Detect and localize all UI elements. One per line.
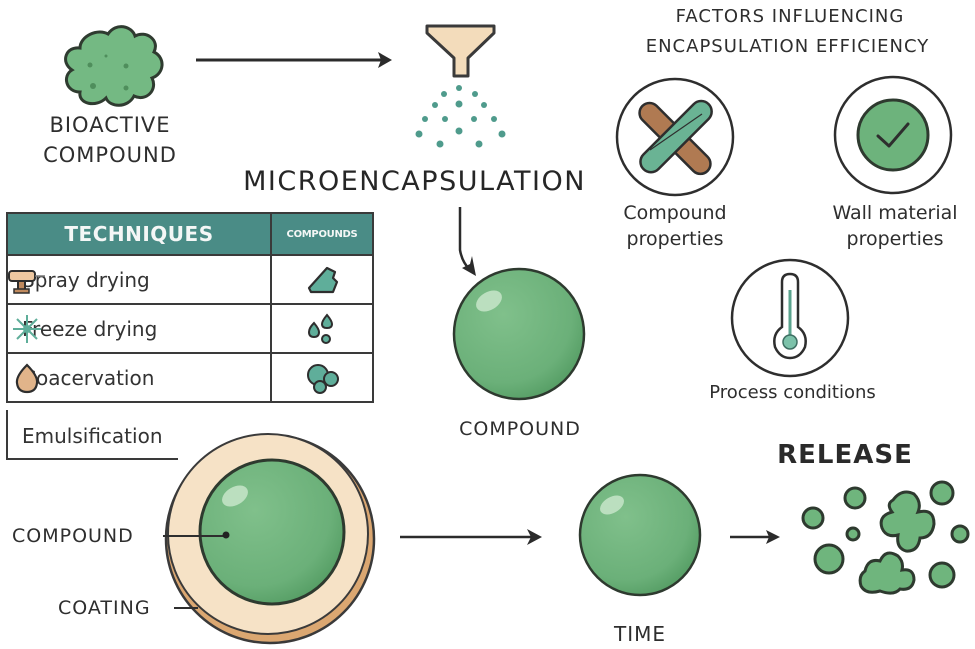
arrow-to-time (400, 529, 542, 545)
technique-label: Emulsification (22, 424, 163, 448)
process-conditions-circle (730, 258, 850, 378)
factor-compound-line2: properties (626, 228, 724, 250)
capsule-diagram (163, 433, 376, 645)
bioactive-blob-icon (64, 25, 164, 107)
factors-title-line1: FACTORS INFLUENCING (675, 6, 905, 27)
checkmark-circle-icon (856, 98, 930, 172)
compound-sphere (452, 267, 586, 401)
factors-title-line2: ENCAPSULATION EFFICIENCY (645, 36, 930, 57)
factor-wall-line2: properties (846, 228, 944, 250)
technique-cell: Spray drying (6, 254, 272, 305)
techniques-table: TECHNIQUES COMPOUNDS Spray drying Freeze… (6, 212, 374, 403)
technique-label: Coacervation (22, 365, 155, 390)
header-compounds: COMPOUNDS (270, 212, 374, 256)
snowflake-icon (13, 315, 41, 343)
factor-process-label: Process conditions (709, 382, 876, 403)
capsule-core-label: COMPOUND (12, 525, 134, 547)
header-techniques: TECHNIQUES (6, 212, 272, 256)
clustered-spheres-icon (307, 363, 339, 394)
center-compound-label: COMPOUND (459, 418, 581, 440)
compound-cell (270, 254, 374, 305)
arrow-to-compound (458, 207, 476, 276)
table-row-emulsification: Emulsification (6, 410, 178, 460)
technique-cell: Freeze drying (6, 303, 272, 354)
time-sphere (578, 473, 702, 597)
compound-cell (270, 303, 374, 354)
technique-cell: Coacervation (6, 352, 272, 403)
compound-cell (270, 352, 374, 403)
release-particles (801, 480, 970, 595)
spray-nozzle-icon (8, 270, 45, 294)
wall-material-circle (833, 75, 953, 195)
table-row: Spray drying (6, 254, 374, 305)
release-title: RELEASE (777, 440, 913, 470)
bioactive-label-line2: COMPOUND (43, 143, 177, 167)
time-label: TIME (613, 622, 666, 646)
bioactive-label-line1: BIOACTIVE (49, 113, 171, 137)
drop-icon (15, 363, 39, 394)
crossed-capsules-icon (638, 99, 713, 176)
spray-funnel-icon (415, 24, 506, 148)
capsule-shell-label: COATING (58, 597, 151, 619)
angular-particle-icon (307, 266, 339, 293)
technique-label: Spray drying (22, 267, 150, 292)
process-title: MICROENCAPSULATION (243, 166, 586, 197)
table-row: Freeze drying (6, 303, 374, 354)
arrow-to-release (730, 530, 780, 544)
table-row: Coacervation (6, 352, 374, 403)
factor-wall-line1: Wall material (832, 202, 958, 224)
factor-compound-line1: Compound (623, 202, 727, 224)
compound-properties-circle (615, 77, 735, 197)
thermometer-icon (773, 272, 807, 360)
technique-label: Freeze drying (22, 316, 158, 341)
table-header-row: TECHNIQUES COMPOUNDS (6, 212, 374, 256)
arrow-to-process (196, 52, 392, 68)
droplets-icon (307, 312, 334, 344)
